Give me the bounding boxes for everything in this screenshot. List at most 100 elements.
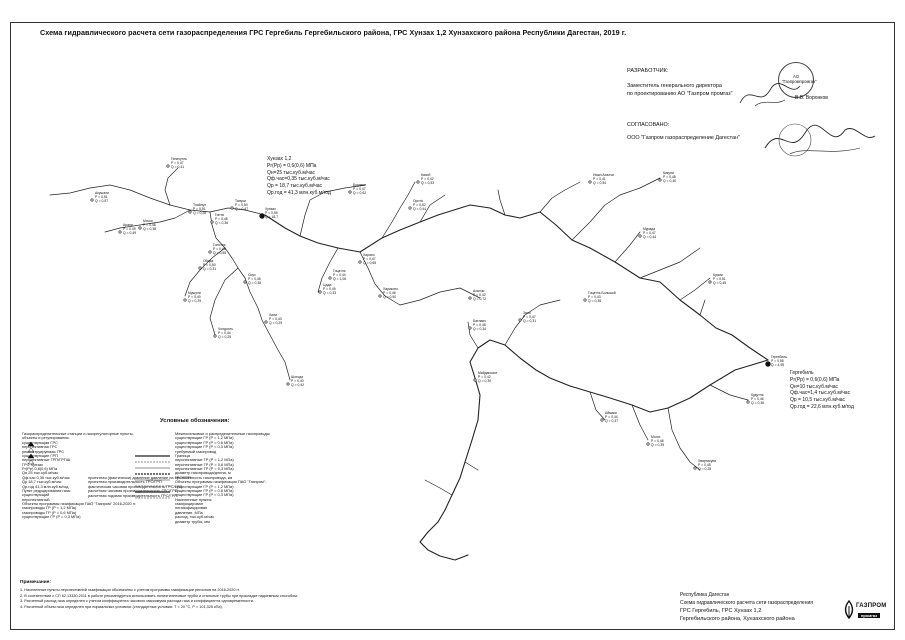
node-label-q: Q = 0,62 [353, 191, 366, 195]
node-label-q: Q = 0,36 [215, 221, 228, 225]
legend-entry: Населенные пункты: [175, 496, 213, 502]
node-label-q: Q = 0,72 [473, 297, 486, 301]
node-label-name: Шотода [291, 375, 303, 379]
legend-station-icon [27, 459, 35, 465]
grs-hunzakh-qyear: Qр.год = 41,3 млн.куб.м/год [267, 189, 331, 196]
gas-pipeline-segment [209, 267, 239, 336]
note-2: 2. В соответствии с СП 62.13330.2011 в р… [20, 593, 298, 598]
legend-entry: существующие ГР (Р = 0,3 МПа) [175, 492, 234, 498]
gas-pipeline-segment [49, 184, 266, 216]
legend-entry: Межпоселковые и распределительные газопр… [175, 431, 271, 436]
grs-hunzakh-qf: Qф.час=0,35 тыс.куб.м/час [267, 176, 330, 183]
notes-heading: Примечание: [20, 580, 51, 585]
node-label-name: Хариколо [383, 287, 398, 291]
settlement-node [286, 382, 290, 386]
gas-pipeline-segment [497, 189, 506, 216]
node-label-q: Q = 0,29 [269, 321, 282, 325]
node-label-name: Гергебиль [771, 355, 787, 359]
gazprom-logo-icon [844, 599, 854, 620]
node-label-p: P = 0,42 [478, 375, 491, 379]
node-label-name: Тлайлух [193, 203, 206, 207]
node-label-p: P = 0,43 [588, 295, 601, 299]
stamp-doc: Схема гидравлического расчета сети газор… [680, 599, 813, 606]
node-label-name: Гоцатль Большой [588, 291, 616, 295]
grs-hunzakh-qr: Qр = 18,7 тыс.куб.м/час [267, 183, 323, 189]
legend-entry: ГРС Хунзах [22, 461, 44, 467]
gas-pipeline-segment [539, 181, 581, 213]
settlement-node [693, 466, 697, 470]
node-label-p: P = 0,44 [605, 415, 618, 419]
node-label-name: Могох [651, 435, 661, 439]
legend-entry: существующие ГР (Р = 1,2 МПа) [175, 435, 234, 441]
node-label-p: P = 0,51 [713, 277, 726, 281]
grs-hunzakh-pressure: Рг(Рр) = 0,6(0,6) МПа [267, 162, 317, 169]
node-label-q: Q = 0,49 [123, 231, 136, 235]
node-label-p: P = 0,40 [291, 379, 304, 383]
legend-title: Условные обозначения: [160, 418, 230, 424]
node-label-name: Нижн.Ахалчи [593, 173, 614, 177]
node-label-p: P = 0,49 [323, 287, 336, 291]
gas-pipeline-segment [419, 521, 469, 561]
node-label-p: P = 0,40 [188, 295, 201, 299]
node-label-p: P = 0,47 [171, 161, 184, 165]
node-label-name: Гинта [215, 213, 224, 217]
node-label-name: Майданскoe [478, 371, 497, 375]
legend-entry: существующие ГРП [22, 452, 58, 458]
settlement-node [646, 442, 650, 446]
settlement-node [348, 190, 352, 194]
note-1: 1. Населенные пункты перспективной газиф… [20, 588, 240, 592]
node-label-name: Сиух [248, 273, 256, 277]
node-label-name: Гоцатль [333, 269, 346, 273]
legend-entry: перспективная ГРС [22, 444, 58, 450]
node-label-p: P = 0,48 [143, 223, 156, 227]
gas-pipeline-segment [359, 251, 401, 306]
legend-entry: реконструируемая ГРС [22, 448, 65, 454]
settlement-node [243, 280, 247, 284]
settlement-node [166, 164, 170, 168]
node-label-p: P = 0,55 [771, 359, 784, 363]
settlement-node [328, 276, 332, 280]
legend-entry: проектная (фактически) давление давление… [88, 475, 191, 480]
settlement-node [708, 280, 712, 284]
legend-entry: протяженность газопровода, км [175, 474, 233, 480]
grs-gergebil-qr: Qр = 10,5 тыс.куб.м/час [790, 397, 846, 403]
brand-sub: промгаз [858, 613, 881, 618]
grs-gergebil-name: Гергебиль [790, 370, 814, 376]
settlement-node [210, 220, 214, 224]
legend-entry: диаметр газопровода/длина, м [175, 470, 231, 476]
gas-pipeline-segment [504, 299, 561, 346]
node-label-p: P = 0,45 [698, 463, 711, 467]
node-label-name: Курми [713, 273, 723, 277]
legend-entry: существующие ГР (Р = 1,2 МПа) [175, 483, 234, 489]
legend-entry: существующие ГР (Р = 0,6 МПа) [175, 487, 234, 493]
node-label-name: Геничутль [171, 157, 187, 161]
node-label-q: Q = 0,42 [291, 383, 304, 387]
node-label-q: Q = 0,34 [473, 327, 486, 331]
developer-heading: РАЗРАБОТЧИК: [627, 68, 669, 74]
node-label-name: Арани [123, 223, 133, 227]
agreed-heading: СОГЛАСОВАНО: [627, 122, 670, 128]
node-label-name: Бурдеки [353, 183, 366, 187]
gas-pipeline-segment [679, 277, 711, 301]
grs-station-icon [765, 361, 771, 367]
grs-hunzakh-qn: Qн=25 тыс.куб.м/час [267, 169, 316, 176]
gas-pipeline-segment [467, 321, 479, 349]
settlement-node [468, 296, 472, 300]
gas-pipeline-segment [299, 184, 366, 237]
developer-line-1: Заместитель генерального директора [627, 83, 722, 90]
legend-entry: существующая ГРС [22, 439, 58, 445]
settlement-node [473, 378, 477, 382]
company-seal [778, 62, 814, 98]
settlement-node [90, 198, 94, 202]
gas-pipeline-segment [381, 181, 416, 239]
settlement-node [583, 298, 587, 302]
agreed-block: СОГЛАСОВАНО: ООО "Газпром газораспределе… [627, 121, 740, 143]
gas-pipeline-segment [164, 167, 179, 206]
legend-entry: перспективные ГР (Р = 0,3 МПа) [175, 466, 234, 471]
settlement-node [188, 210, 192, 214]
node-label-q: Q = 0,31 [203, 267, 216, 271]
settlement-node [416, 180, 420, 184]
legend-entry: Рг(Рр) 0,6(0,6) МПа [22, 466, 58, 471]
gas-pipeline-segment [469, 339, 571, 396]
seal-line-1: АО [793, 74, 799, 79]
